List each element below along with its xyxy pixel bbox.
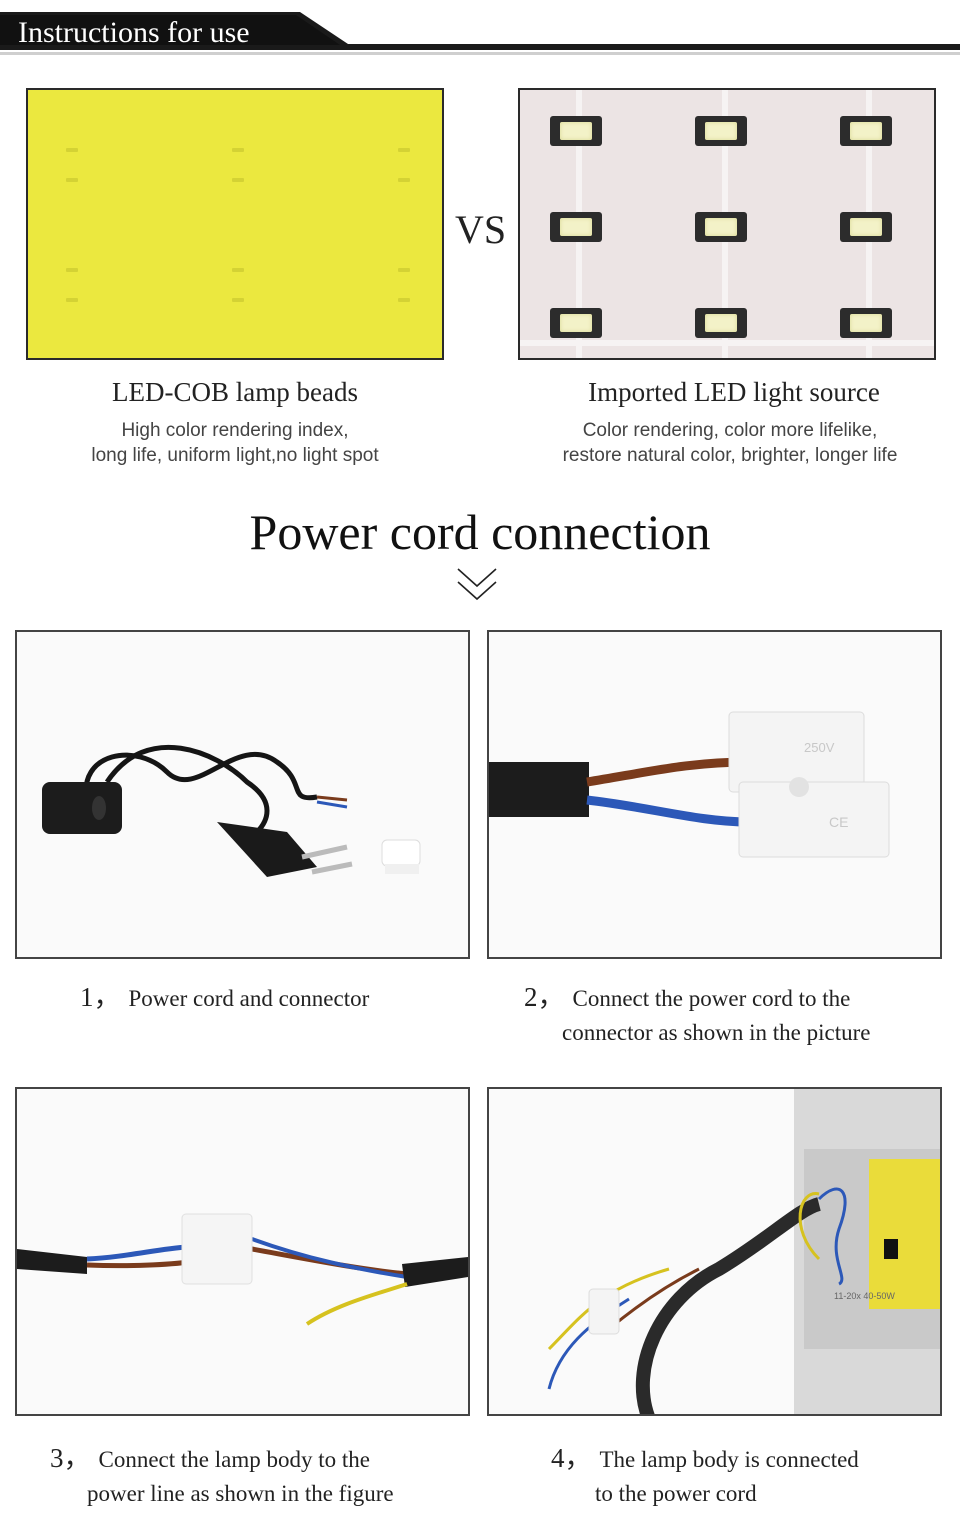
cob-title: LED-COB lamp beads (112, 377, 358, 407)
cob-lamp-beads-image (26, 88, 444, 360)
step-2-line1: Connect the power cord to the (572, 986, 851, 1011)
photo-lamp-body-connected: 11-20x 40-50W (487, 1087, 942, 1416)
smd-desc-line2: restore natural color, brighter, longer … (562, 445, 898, 466)
section-title: Power cord connection (249, 504, 711, 560)
vs-label: VS (455, 207, 507, 252)
step-2-number: 2， (524, 982, 565, 1012)
cob-desc-line2: long life, uniform light,no light spot (91, 445, 379, 466)
smd-desc-line1: Color rendering, color more lifelike, (582, 420, 878, 441)
header-title: Instructions for use (18, 16, 250, 49)
step-4-caption: 4， The lamp body is connected (551, 1436, 859, 1475)
step-4-number: 4， (551, 1443, 592, 1473)
step-2-caption: 2， Connect the power cord to the (524, 975, 850, 1014)
photo-cord-into-connector: 250V CE (487, 630, 942, 959)
step-1-caption: 1， Power cord and connector (80, 975, 369, 1014)
step-3-caption: 3， Connect the lamp body to the (50, 1436, 370, 1475)
chevron-down-icon (457, 568, 497, 601)
lamp-label-text: 11-20x 40-50W (834, 1291, 895, 1301)
photo-power-cord (15, 630, 470, 959)
step-4-line1: The lamp body is connected (599, 1447, 859, 1472)
connector-ce-mark: CE (829, 814, 848, 830)
step-1-number: 1， (80, 982, 121, 1012)
step-2-line2: connector as shown in the picture (562, 1020, 871, 1045)
cob-desc-line1: High color rendering index, (121, 420, 349, 441)
step-1-line1: Power cord and connector (128, 986, 370, 1011)
step-3-number: 3， (50, 1443, 91, 1473)
smd-led-source-image (518, 88, 936, 360)
step-4-line2: to the power cord (595, 1481, 757, 1506)
step-3-line1: Connect the lamp body to the (98, 1447, 370, 1472)
connector-rating-text: 250V (804, 740, 835, 755)
photo-lamp-to-power-line (15, 1087, 470, 1416)
header-banner (0, 12, 960, 55)
step-3-line2: power line as shown in the figure (87, 1481, 394, 1506)
smd-title: Imported LED light source (588, 377, 880, 407)
